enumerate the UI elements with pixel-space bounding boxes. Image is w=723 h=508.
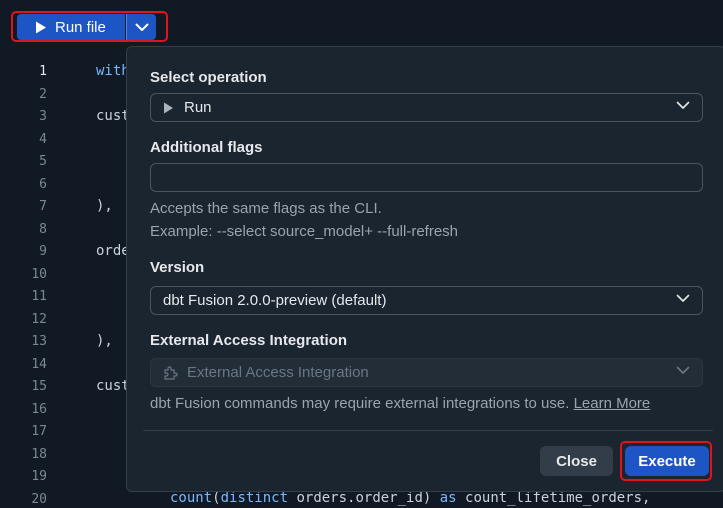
execute-button[interactable]: Execute bbox=[625, 446, 709, 476]
flags-help: Accepts the same flags as the CLI. bbox=[150, 200, 382, 217]
line-number: 8 bbox=[39, 222, 47, 237]
run-file-highlight bbox=[11, 11, 168, 42]
integration-help-text: dbt Fusion commands may require external… bbox=[150, 395, 570, 412]
line-number: 15 bbox=[31, 379, 47, 394]
code-text: orders.order_id) bbox=[288, 490, 440, 506]
run-file-button[interactable]: Run file bbox=[17, 14, 125, 40]
line-number: 20 bbox=[31, 492, 47, 507]
line-number: 19 bbox=[31, 469, 47, 484]
line-number: 11 bbox=[31, 289, 47, 304]
top-strip bbox=[0, 0, 723, 6]
code-keyword: distinct bbox=[220, 490, 289, 506]
version-label: Version bbox=[150, 259, 205, 276]
execute-highlight bbox=[620, 441, 712, 481]
dialog-divider bbox=[143, 430, 713, 431]
line-number: 3 bbox=[39, 109, 47, 124]
code-line-1: with bbox=[96, 63, 130, 79]
play-icon bbox=[164, 102, 173, 113]
line-number: 9 bbox=[39, 244, 47, 259]
line-number: 16 bbox=[31, 402, 47, 417]
chevron-down-icon bbox=[676, 101, 690, 109]
operation-value: Run bbox=[184, 99, 212, 116]
line-number: 7 bbox=[39, 199, 47, 214]
line-number: 10 bbox=[31, 267, 47, 282]
version-value: dbt Fusion 2.0.0-preview (default) bbox=[163, 292, 387, 309]
line-number: 12 bbox=[31, 312, 47, 327]
integration-help: dbt Fusion commands may require external… bbox=[150, 395, 650, 412]
chevron-down-icon bbox=[676, 294, 690, 302]
version-select[interactable]: dbt Fusion 2.0.0-preview (default) bbox=[150, 286, 703, 315]
line-number: 17 bbox=[31, 424, 47, 439]
code-line-20: count(distinct orders.order_id) as count… bbox=[170, 490, 650, 506]
line-number: 14 bbox=[31, 357, 47, 372]
line-number: 1 bbox=[39, 64, 47, 79]
code-line-7: ), bbox=[96, 198, 113, 214]
code-line-15: cust bbox=[96, 378, 130, 394]
integration-select: External Access Integration bbox=[150, 358, 703, 387]
flags-label: Additional flags bbox=[150, 139, 263, 156]
line-number: 13 bbox=[31, 334, 47, 349]
operation-label: Select operation bbox=[150, 69, 267, 86]
run-options-dropdown-button[interactable] bbox=[126, 14, 156, 40]
line-number: 18 bbox=[31, 447, 47, 462]
code-line-9: orde bbox=[96, 243, 130, 259]
integration-placeholder: External Access Integration bbox=[187, 364, 369, 381]
chevron-down-icon bbox=[135, 23, 148, 31]
operation-select[interactable]: Run bbox=[150, 93, 703, 122]
code-text: count_lifetime_orders, bbox=[456, 490, 651, 506]
line-number: 2 bbox=[39, 87, 47, 102]
flags-example: Example: --select source_model+ --full-r… bbox=[150, 223, 459, 240]
code-function: count bbox=[170, 490, 213, 506]
code-keyword: as bbox=[439, 490, 457, 506]
line-number: 6 bbox=[39, 177, 47, 192]
learn-more-link[interactable]: Learn More bbox=[573, 395, 651, 412]
code-line-13: ), bbox=[96, 333, 113, 349]
additional-flags-input[interactable] bbox=[150, 163, 703, 192]
code-text: ( bbox=[212, 490, 221, 506]
line-number: 5 bbox=[39, 154, 47, 169]
line-number: 4 bbox=[39, 132, 47, 147]
run-file-label: Run file bbox=[55, 18, 106, 36]
puzzle-icon bbox=[164, 366, 178, 380]
play-icon bbox=[36, 21, 46, 33]
integration-label: External Access Integration bbox=[150, 332, 348, 349]
code-line-3: cust bbox=[96, 108, 130, 124]
run-file-dialog: Select operation Run Additional flags Ac… bbox=[126, 46, 723, 492]
chevron-down-icon bbox=[676, 366, 690, 374]
close-button[interactable]: Close bbox=[540, 446, 613, 476]
